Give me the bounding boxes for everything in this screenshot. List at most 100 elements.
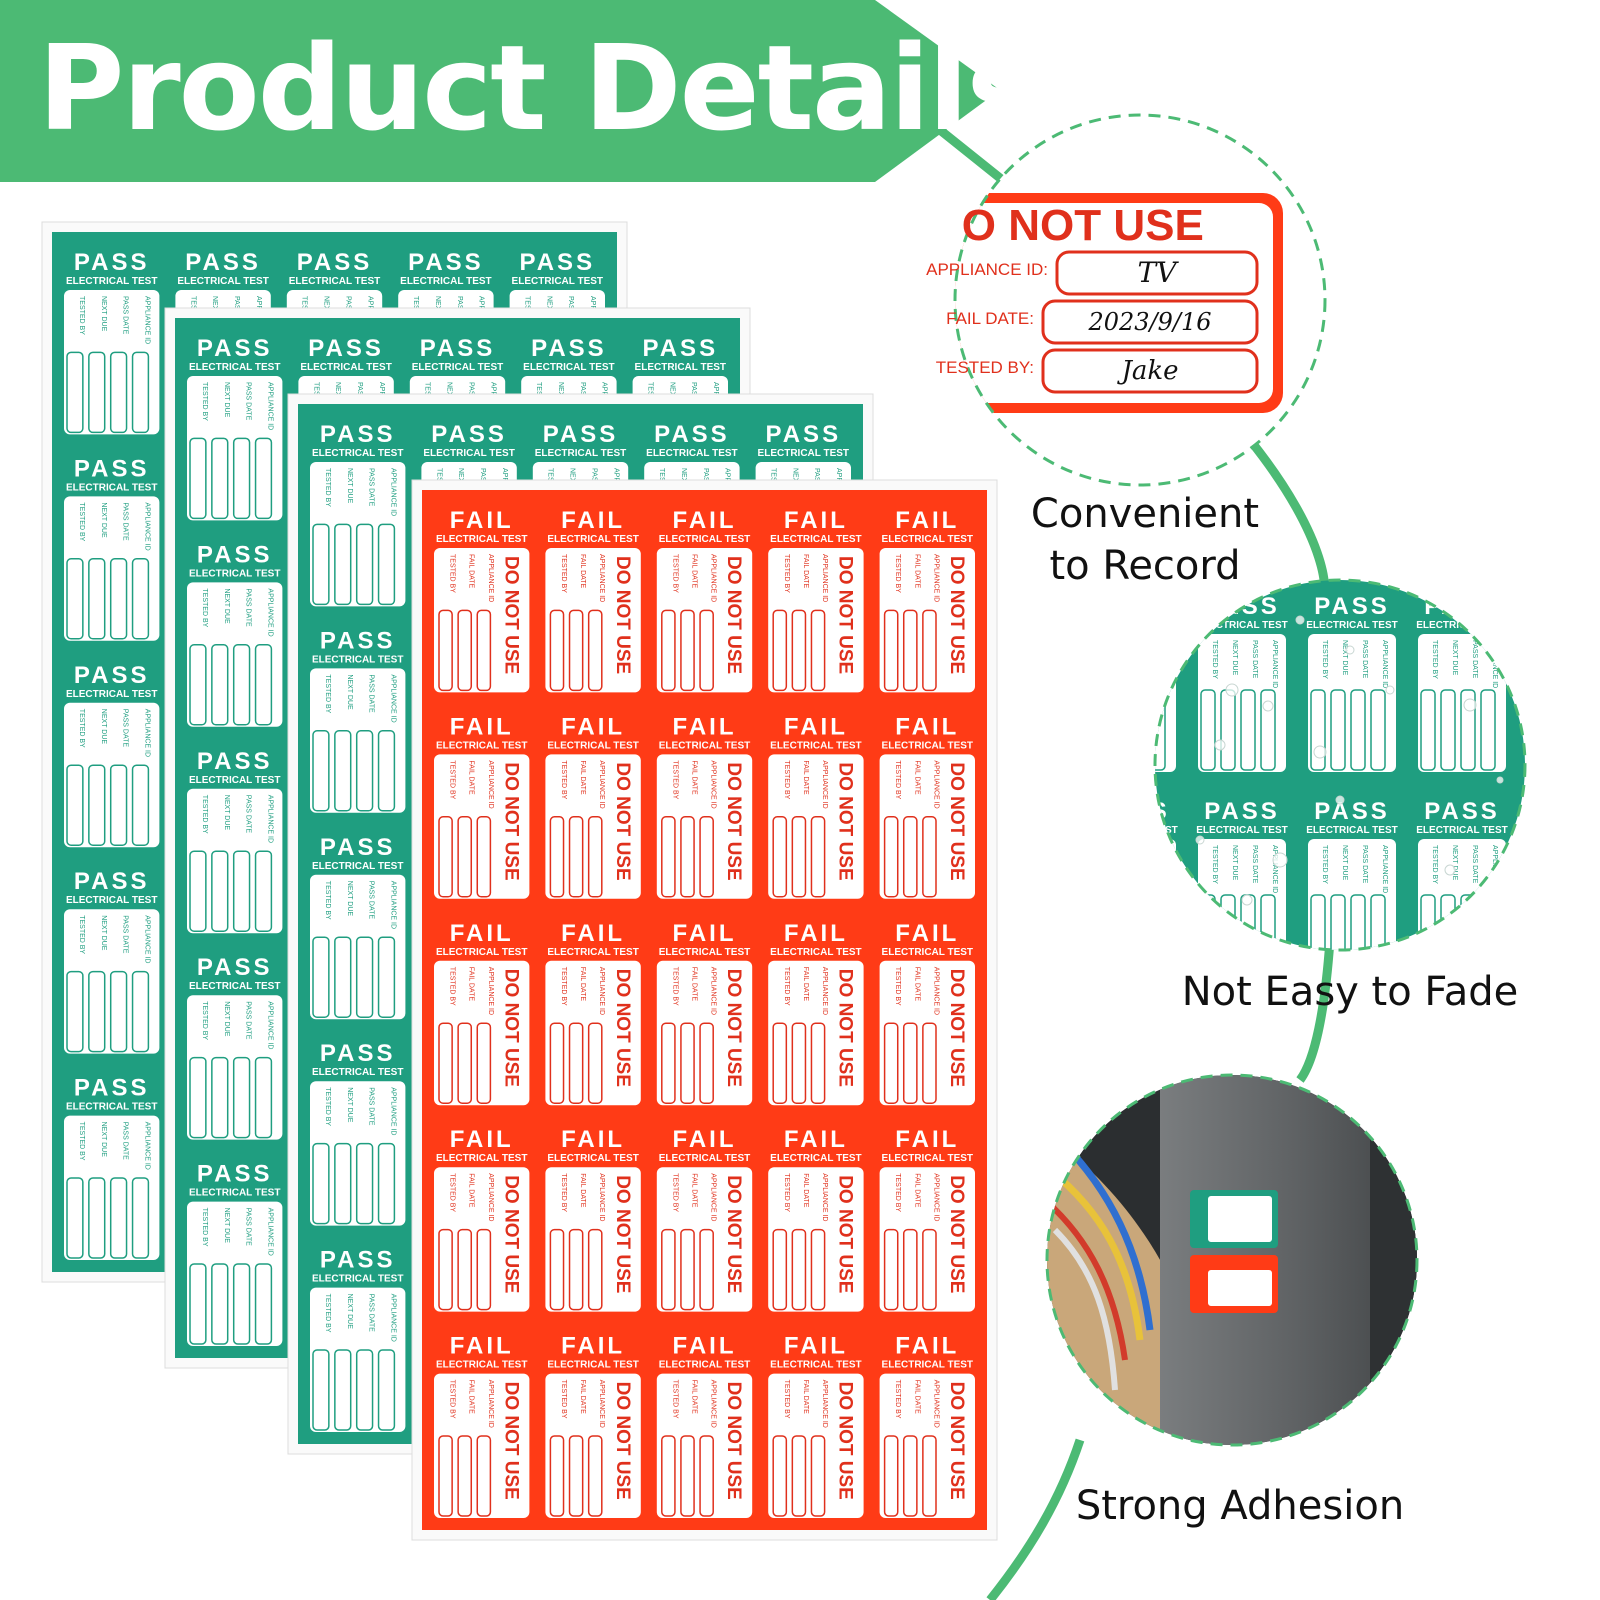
fail-label-field-box <box>791 816 807 898</box>
pass-label-title: PASS <box>185 249 261 276</box>
fail-label-field: FAIL DATE <box>579 760 586 795</box>
pass-label-title: PASS <box>1314 798 1390 825</box>
pass-label-title: PASS <box>320 1040 396 1067</box>
pass-label-field-box <box>334 936 352 1018</box>
fail-label-subtitle: ELECTRICAL TEST <box>436 1153 527 1164</box>
pass-label-subtitle: ELECTRICAL TEST <box>1306 825 1397 836</box>
pass-label-field-box <box>232 644 251 726</box>
pass-label-field: NEXT DUE <box>346 468 353 504</box>
pass-label-field-box <box>1480 689 1496 771</box>
pass-label-title: PASS <box>1204 798 1280 825</box>
pass-label-field-box <box>1330 689 1346 771</box>
fail-label-subtitle: ELECTRICAL TEST <box>436 740 527 751</box>
fail-label-field: APPLIANCE ID <box>710 760 717 808</box>
pass-label-field-box <box>1240 689 1256 771</box>
fail-label-field-box <box>922 1435 937 1517</box>
pass-label-field: TESTED BY <box>1211 845 1218 884</box>
fail-label-field: TESTED BY <box>894 1173 901 1212</box>
pass-label-field-area <box>1308 634 1396 772</box>
pass-label-title: PASS <box>74 662 150 689</box>
fail-label-field-box <box>457 816 473 898</box>
pass-label-field-box <box>109 764 128 846</box>
fail-label-subtitle: ELECTRICAL TEST <box>770 534 861 545</box>
fail-label-subtitle: ELECTRICAL TEST <box>882 740 973 751</box>
pass-label-field-box <box>131 764 150 846</box>
pass-label-field: TESTED BY <box>78 1122 85 1161</box>
fail-label-field-box <box>922 816 937 898</box>
pass-label-title: PASS <box>320 1247 396 1274</box>
pass-label-field: PASS DATE <box>245 1208 252 1247</box>
pass-label-field-area <box>64 909 160 1054</box>
fail-label-field: APPLIANCE ID <box>710 554 717 602</box>
pass-label-field: APPLIANCE ID <box>1491 640 1498 688</box>
pass-label-field-box <box>355 730 374 812</box>
pass-label-field: APPLIANCE ID <box>266 1208 273 1256</box>
pass-label-field: NEXT DUE <box>346 1087 353 1123</box>
fail-label-field-box <box>549 609 565 692</box>
pass-label-field-box <box>131 351 150 434</box>
fail-label-title: FAIL <box>895 1333 959 1360</box>
pass-label-title: PASS <box>420 335 496 362</box>
pass-label-field: TESTED BY <box>201 795 208 834</box>
pass-label-subtitle: ELECTRICAL TEST <box>1086 825 1177 836</box>
pass-label-field: PASS DATE <box>245 588 252 627</box>
fail-label-subtitle: ELECTRICAL TEST <box>547 1360 638 1371</box>
fail-label-field-box <box>680 1022 695 1104</box>
fail-label-field: FAIL DATE <box>691 554 698 589</box>
pass-label-field-area <box>187 1201 283 1346</box>
pass-label-field: TESTED BY <box>1431 845 1438 884</box>
fail-label-warning: DO NOT USE <box>835 762 856 880</box>
fail-label-field-box <box>438 1022 453 1104</box>
pass-label-field-box <box>211 644 229 726</box>
fail-label-field: TESTED BY <box>783 554 790 593</box>
pass-label-field-box <box>377 936 396 1018</box>
fail-label-field-box <box>568 609 584 692</box>
fail-label-field-box <box>476 1228 492 1311</box>
fail-label-field-box <box>568 816 584 898</box>
fail-label-field: TESTED BY <box>449 967 456 1006</box>
pass-label-field: TESTED BY <box>1321 640 1328 679</box>
fail-label-title: FAIL <box>895 1126 959 1153</box>
pass-label-field: TESTED BY <box>201 382 208 421</box>
fail-label-field: APPLIANCE ID <box>710 1380 717 1428</box>
pass-label-title: PASS <box>654 421 730 448</box>
pass-label-title: PASS <box>1094 593 1170 620</box>
fail-label-warning: DO NOT USE <box>612 556 633 674</box>
pass-label-field: PASS DATE <box>122 1122 129 1161</box>
fail-label-field-box <box>568 1228 584 1311</box>
fail-label-field-box <box>810 1022 826 1104</box>
fail-label-field-box <box>883 1022 899 1104</box>
fail-label-field-box <box>568 1022 584 1104</box>
fail-label-field: APPLIANCE ID <box>598 1380 605 1428</box>
pass-label-field-box <box>232 1263 251 1345</box>
fail-label-warning: DO NOT USE <box>723 556 744 674</box>
pass-label-field-box <box>1460 689 1476 771</box>
pass-label-field: APPLIANCE ID <box>389 674 396 722</box>
fail-label-title: FAIL <box>784 507 848 534</box>
fail-label-field: APPLIANCE ID <box>487 1173 494 1221</box>
pass-label-subtitle: ELECTRICAL TEST <box>1086 620 1177 631</box>
fail-label-field: TESTED BY <box>671 1173 678 1212</box>
fail-label-field: TESTED BY <box>783 1173 790 1212</box>
fail-label-warning: DO NOT USE <box>946 556 967 674</box>
pass-label-subtitle: ELECTRICAL TEST <box>523 362 614 373</box>
fail-label-field-box <box>902 609 918 692</box>
fail-label-field: FAIL DATE <box>802 1380 809 1415</box>
pass-label-field: PASS DATE <box>122 296 129 335</box>
pass-label-field: NEXT DUE <box>223 1001 230 1037</box>
pass-label-field-area <box>310 1287 406 1432</box>
fail-label-field: APPLIANCE ID <box>932 554 939 602</box>
pass-label-field-box <box>1420 689 1436 771</box>
fail-label-field-box <box>810 1435 826 1517</box>
pass-label-field: PASS DATE <box>245 382 252 421</box>
fail-label-title: FAIL <box>784 920 848 947</box>
pass-label-field-area <box>64 496 160 641</box>
fail-label-field: TESTED BY <box>671 760 678 799</box>
